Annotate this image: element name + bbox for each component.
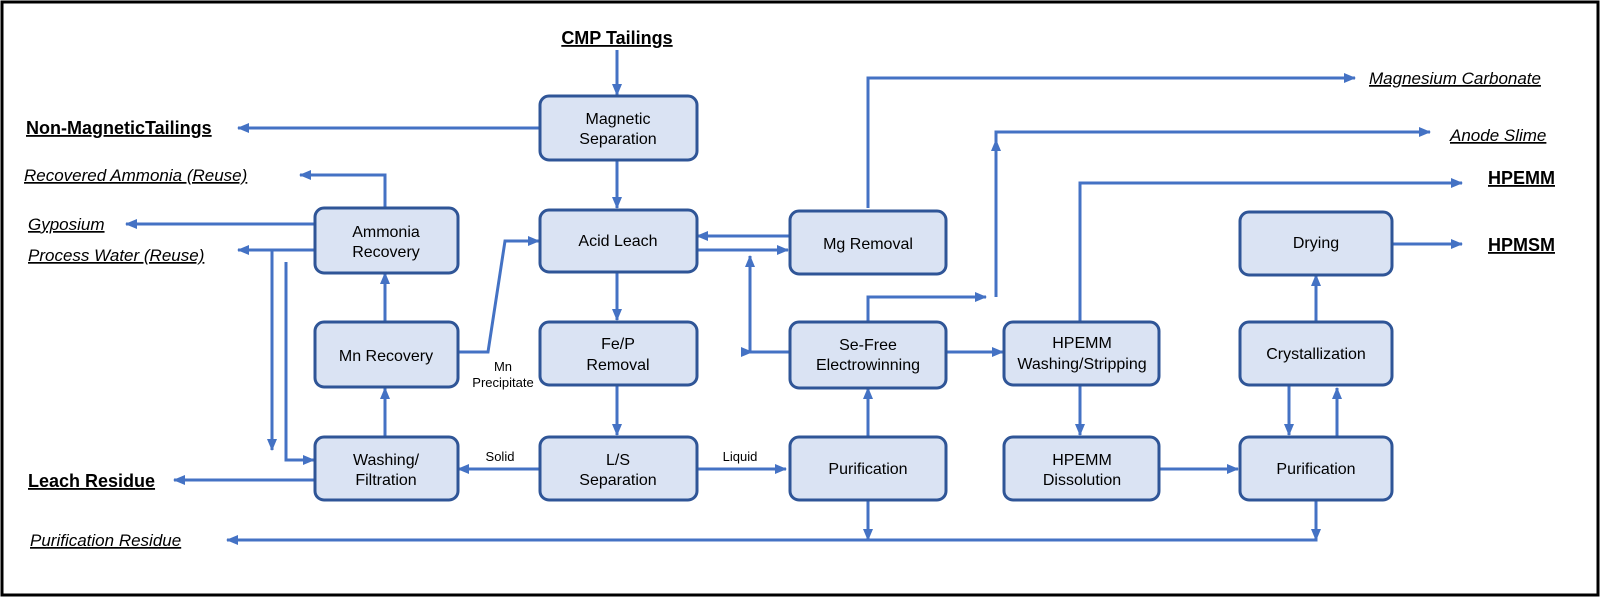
process-box-acid-leach: Acid Leach xyxy=(538,208,699,274)
box-label: Washing/ xyxy=(353,452,420,469)
edge-ammonia-to-recovered xyxy=(299,170,387,208)
box-label: L/S xyxy=(606,452,630,469)
output-gyposium: Gyposium xyxy=(28,215,105,234)
box-label: Separation xyxy=(579,472,656,489)
edge-electrowinning-to-anodeslime xyxy=(866,292,987,322)
output-magnesium-carbonate: Magnesium Carbonate xyxy=(1369,69,1541,88)
process-box-fe-p-removal: Fe/P Removal xyxy=(538,320,699,387)
box-label: HPEMM xyxy=(1052,452,1112,469)
svg-text:Purification: Purification xyxy=(1276,461,1355,478)
process-box-purification-1: Purification xyxy=(788,435,948,502)
output-purification-residue: Purification Residue xyxy=(30,531,181,550)
svg-text:Purification: Purification xyxy=(828,461,907,478)
box-label: Washing/Stripping xyxy=(1017,356,1146,373)
svg-text:Mn Recovery: Mn Recovery xyxy=(339,348,433,365)
flow-edges xyxy=(125,50,1463,545)
process-box-hpemm-washing-stripping: HPEMM Washing/Stripping xyxy=(1002,320,1161,387)
input-cmp-tailings: CMP Tailings xyxy=(561,28,672,48)
process-box-washing-filtration: Washing/Filtration xyxy=(313,435,460,502)
box-label: Fe/P xyxy=(601,336,635,353)
output-hpemm: HPEMM xyxy=(1488,168,1555,188)
edge-washing-to-hpemm xyxy=(1078,178,1463,322)
box-label: Purification xyxy=(828,461,907,478)
box-label: Separation xyxy=(579,131,656,148)
output-anode-slime: Anode Slime xyxy=(1449,126,1546,145)
edge-mg-to-carbonate xyxy=(866,73,1356,208)
output-recovered-ammonia: Recovered Ammonia (Reuse) xyxy=(24,166,247,185)
svg-text:Washing/Filtration: Washing/Filtration xyxy=(353,452,420,489)
box-label: Dissolution xyxy=(1043,472,1121,489)
process-box-mn-recovery: Mn Recovery xyxy=(313,320,460,389)
svg-text:Mg Removal: Mg Removal xyxy=(823,236,913,253)
box-label: Recovery xyxy=(352,244,420,261)
box-label: Crystallization xyxy=(1266,346,1366,363)
process-box-mg-removal: Mg Removal xyxy=(788,209,948,276)
box-label: Acid Leach xyxy=(578,233,657,250)
box-label: Drying xyxy=(1293,235,1339,252)
box-label: Electrowinning xyxy=(816,357,920,374)
box-label: Ammonia xyxy=(352,224,420,241)
box-label: Mn Recovery xyxy=(339,348,433,365)
edge-processwater-loop-inner xyxy=(284,262,315,465)
box-label: Mg Removal xyxy=(823,236,913,253)
output-non-magnetic-tailings: Non-MagneticTailings xyxy=(26,118,212,138)
edge-mn-to-acid xyxy=(458,236,540,354)
box-label: Purification xyxy=(1276,461,1355,478)
process-box-crystallization: Crystallization xyxy=(1238,320,1394,387)
edge-label-liquid: Liquid xyxy=(723,449,758,464)
output-hpmsm: HPMSM xyxy=(1488,235,1555,255)
box-label: Filtration xyxy=(355,472,416,489)
process-box-ls-separation: L/S Separation xyxy=(538,435,699,502)
box-label: Se-Free xyxy=(839,337,897,354)
process-box-purification-2: Purification xyxy=(1238,435,1394,502)
svg-text:Acid Leach: Acid Leach xyxy=(578,233,657,250)
box-label: Magnetic xyxy=(586,111,651,128)
svg-text:Drying: Drying xyxy=(1293,235,1339,252)
svg-text:Crystallization: Crystallization xyxy=(1266,346,1366,363)
box-label: Removal xyxy=(586,357,649,374)
process-box-drying: Drying xyxy=(1238,210,1394,277)
edge-label-solid: Solid xyxy=(486,449,515,464)
output-leach-residue: Leach Residue xyxy=(28,471,155,491)
output-process-water: Process Water (Reuse) xyxy=(28,246,204,265)
process-box-hpemm-dissolution: HPEMM Dissolution xyxy=(1002,435,1161,502)
box-label: HPEMM xyxy=(1052,335,1112,352)
